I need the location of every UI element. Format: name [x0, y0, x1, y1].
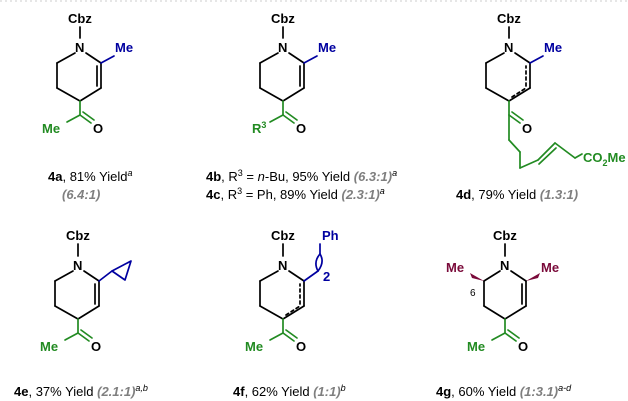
structure-4a: Cbz N Me Me O — [42, 11, 133, 136]
n-label: N — [75, 40, 84, 55]
position-6-label: 6 — [470, 288, 476, 299]
me-label: Me — [245, 339, 263, 354]
structure-4f: Cbz N Ph 2 Me O — [245, 228, 339, 354]
structure-4d: Cbz N Me O CO2Me — [485, 11, 626, 169]
subscript-2: 2 — [323, 269, 330, 284]
cbz-label: Cbz — [271, 11, 295, 26]
cbz-label: Cbz — [68, 11, 92, 26]
o-label: O — [296, 121, 306, 136]
o-label: O — [93, 121, 103, 136]
me-label: Me — [115, 40, 133, 55]
me-label: Me — [544, 40, 562, 55]
n-label: N — [504, 40, 513, 55]
structure-4g: Cbz N Me Me 6 Me O — [446, 228, 559, 354]
caption-4c: 4c, R3 = Ph, 89% Yield (2.3:1)a — [206, 186, 385, 202]
caption-4d: 4d, 79% Yield (1.3:1) — [456, 187, 578, 202]
me-label: Me — [467, 339, 485, 354]
cbz-label: Cbz — [66, 228, 90, 243]
o-label: O — [522, 121, 532, 136]
me-label: Me — [446, 260, 464, 275]
cbz-label: Cbz — [497, 11, 521, 26]
me-label: Me — [40, 339, 58, 354]
structure-4e: Cbz N Me O — [40, 228, 132, 354]
me-label: Me — [541, 260, 559, 275]
caption-4a: 4a, 81% Yielda — [48, 168, 133, 184]
ph-label: Ph — [322, 228, 339, 243]
o-label: O — [91, 339, 101, 354]
structure-4b-4c: Cbz N Me R3 O — [252, 11, 336, 136]
cbz-label: Cbz — [271, 228, 295, 243]
n-label: N — [73, 258, 82, 273]
caption-4f: 4f, 62% Yield (1:1)b — [233, 383, 346, 399]
me-label: Me — [42, 121, 60, 136]
wedge-bond — [526, 273, 540, 281]
me-label: Me — [318, 40, 336, 55]
caption-4e: 4e, 37% Yield (2.1:1)a,b — [14, 383, 148, 399]
n-label: N — [278, 40, 287, 55]
o-label: O — [518, 339, 528, 354]
n-label: N — [278, 258, 287, 273]
co2me-label: CO2Me — [583, 150, 626, 168]
caption-4b: 4b, R3 = n-Bu, 95% Yield (6.3:1)a — [206, 168, 397, 184]
ratio-4a: (6.4:1) — [62, 187, 100, 202]
wedge-bond — [470, 273, 484, 281]
r3-label: R3 — [252, 120, 266, 136]
cbz-label: Cbz — [493, 228, 517, 243]
caption-4g: 4g, 60% Yield (1:3.1)a-d — [436, 383, 572, 399]
o-label: O — [296, 339, 306, 354]
n-label: N — [500, 258, 509, 273]
